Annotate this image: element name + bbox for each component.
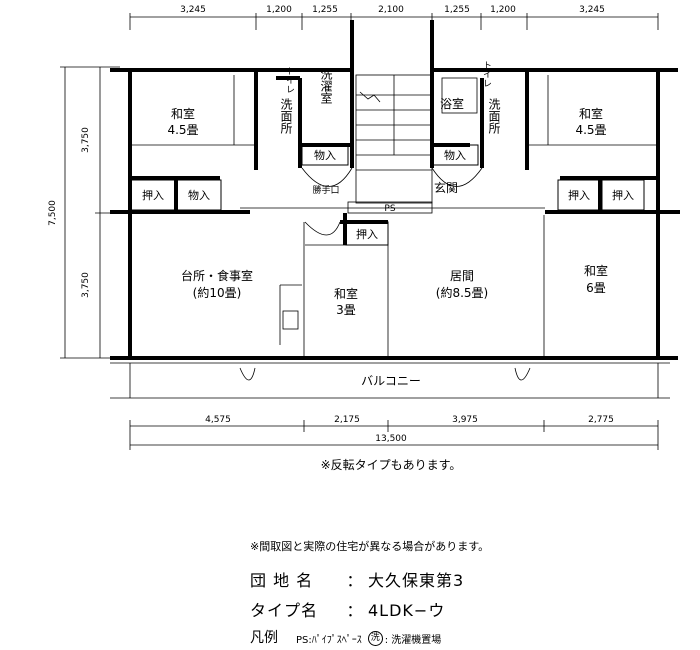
dim-top-4: 2,100 xyxy=(378,5,404,15)
room-toilet-left: トイレ xyxy=(284,67,295,94)
room-washitsu-bottom-right: 和室 xyxy=(584,263,608,278)
legend-ps: PS:ﾊﾟｲﾌﾟｽﾍﾟｰｽ xyxy=(296,634,362,646)
room-washitsu-bottom-right-size: 6畳 xyxy=(586,281,606,295)
dim-left-upper: 3,750 xyxy=(81,127,91,153)
dim-top-3: 1,255 xyxy=(312,5,338,15)
dim-bottom-3: 3,975 xyxy=(452,415,478,425)
room-washroom-right: 洗面所 xyxy=(487,98,501,134)
room-washitsu-middle: 和室 xyxy=(334,286,358,301)
room-washitsu-top-left-size: 4.5畳 xyxy=(167,123,198,137)
dim-top-7: 3,245 xyxy=(579,5,605,15)
room-balcony: バルコニー xyxy=(361,374,421,388)
room-back-door: 勝手口 xyxy=(312,184,339,196)
room-toilet-right: トイレ xyxy=(481,61,492,88)
room-entrance: 玄関 xyxy=(434,180,458,195)
closet-oshiire-middle: 押入 xyxy=(356,227,378,241)
note-disclaimer: ※間取図と実際の住宅が異なる場合があります。 xyxy=(250,540,490,553)
dim-bottom-total: 13,500 xyxy=(375,434,407,444)
room-living-size: (約8.5畳) xyxy=(436,285,488,300)
info-row-type: タイプ名 ：4LDK−ウ xyxy=(250,597,445,621)
info-name-value: 大久保東第3 xyxy=(368,571,465,590)
info-type-separator: ： xyxy=(346,601,364,620)
dim-left-lower: 3,750 xyxy=(81,272,91,298)
legend-wash: : 洗濯機置場 xyxy=(384,634,442,646)
floor-plan: 3,245 1,200 1,255 2,100 1,255 1,200 3,24… xyxy=(48,5,680,472)
closet-oshiire-left: 押入 xyxy=(142,188,164,202)
note-reverse-type: ※反転タイプもあります。 xyxy=(321,458,462,472)
closet-oshiire-right-2: 押入 xyxy=(612,188,634,202)
closet-oshiire-right-1: 押入 xyxy=(568,188,590,202)
room-washroom-left: 洗面所 xyxy=(279,98,293,134)
dim-top-2: 1,200 xyxy=(266,5,292,15)
storage-boxes xyxy=(130,144,645,246)
room-kitchen-dining-size: (約10畳) xyxy=(193,285,242,300)
dim-top-1: 3,245 xyxy=(180,5,206,15)
room-kitchen-dining: 台所・食事室 xyxy=(181,268,253,283)
dim-bottom-2: 2,175 xyxy=(334,415,360,425)
info-row-legend: 凡例 PS:ﾊﾟｲﾌﾟｽﾍﾟｰｽ 洗: 洗濯機置場 xyxy=(250,627,441,647)
info-type-value: 4LDK−ウ xyxy=(368,601,446,620)
room-pipe-space: PS xyxy=(384,204,395,214)
dim-top-5: 1,255 xyxy=(444,5,470,15)
storage-monoire-right: 物入 xyxy=(444,148,466,162)
info-name-label: 団 地 名 xyxy=(250,571,314,590)
walls xyxy=(110,20,680,360)
room-laundry: 洗濯室 xyxy=(319,68,333,104)
storage-monoire-left: 物入 xyxy=(314,148,336,162)
room-washitsu-top-left: 和室 xyxy=(171,106,195,121)
room-washitsu-top-right-size: 4.5畳 xyxy=(575,123,606,137)
dim-left-total: 7,500 xyxy=(48,200,58,226)
legend-wash-circle-icon: 洗 xyxy=(367,630,383,646)
room-washitsu-middle-size: 3畳 xyxy=(336,303,356,317)
room-bathroom: 浴室 xyxy=(440,96,464,111)
info-name-separator: ： xyxy=(346,571,364,590)
dim-bottom-1: 4,575 xyxy=(205,415,231,425)
dim-bottom-4: 2,775 xyxy=(588,415,614,425)
info-row-name: 団 地 名 ：大久保東第3 xyxy=(250,567,464,591)
room-washitsu-top-right: 和室 xyxy=(579,106,603,121)
dim-top-6: 1,200 xyxy=(490,5,516,15)
storage-monoire-lower-left: 物入 xyxy=(188,188,210,202)
room-living: 居間 xyxy=(450,269,474,283)
info-type-label: タイプ名 xyxy=(250,601,319,620)
legend-label: 凡例 xyxy=(250,630,278,646)
